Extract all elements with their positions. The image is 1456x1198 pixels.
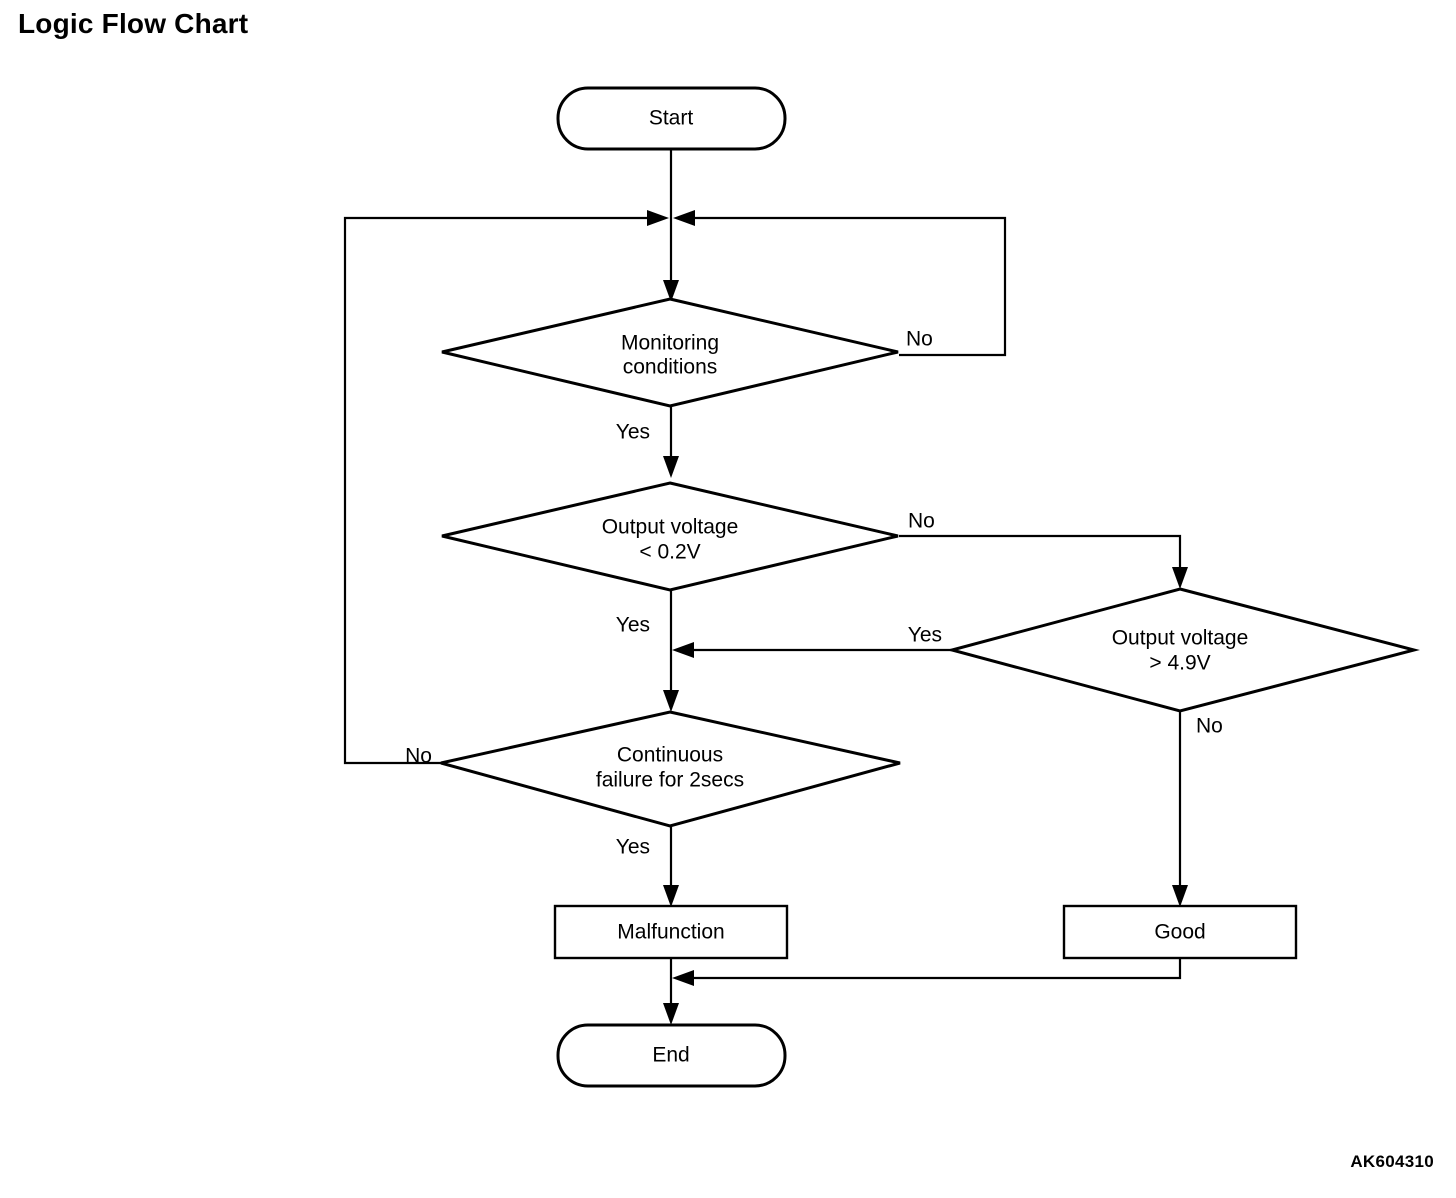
edge-malfunction-to-end bbox=[663, 958, 679, 1025]
edge-continuous-failure-yes bbox=[663, 825, 679, 907]
node-continuous-failure-label-line1: Continuous bbox=[617, 744, 723, 767]
edge-monitoring-yes bbox=[663, 405, 679, 478]
node-good[interactable]: Good bbox=[1062, 904, 1298, 960]
edge-label-voltage-high-no: No bbox=[1196, 715, 1223, 738]
node-monitoring-conditions[interactable]: Monitoring conditions bbox=[441, 297, 899, 408]
page-title: Logic Flow Chart bbox=[18, 8, 249, 39]
node-good-label: Good bbox=[1154, 921, 1205, 944]
node-output-voltage-low-label-line2: < 0.2V bbox=[639, 541, 700, 564]
edge-voltage-low-yes bbox=[663, 590, 679, 712]
edge-voltage-high-no bbox=[1172, 710, 1188, 907]
node-output-voltage-low[interactable]: Output voltage < 0.2V bbox=[441, 481, 899, 592]
edge-monitoring-no-loop bbox=[673, 210, 1007, 357]
node-end[interactable]: End bbox=[556, 1023, 787, 1088]
edge-continuous-failure-no-loop bbox=[343, 210, 669, 765]
edge-voltage-high-yes bbox=[672, 642, 952, 658]
edge-good-to-end bbox=[672, 958, 1182, 986]
edge-voltage-low-no bbox=[899, 534, 1188, 589]
edge-label-voltage-low-yes: Yes bbox=[616, 614, 650, 637]
node-output-voltage-high-label-line1: Output voltage bbox=[1112, 627, 1249, 650]
node-continuous-failure[interactable]: Continuous failure for 2secs bbox=[440, 710, 901, 828]
edge-label-continuous-failure-yes: Yes bbox=[616, 836, 650, 859]
node-output-voltage-high[interactable]: Output voltage > 4.9V bbox=[946, 587, 1420, 713]
edge-label-voltage-low-no: No bbox=[908, 510, 935, 533]
node-monitoring-conditions-label-line1: Monitoring bbox=[621, 332, 719, 355]
edge-label-continuous-failure-no: No bbox=[405, 745, 432, 768]
reference-code: AK604310 bbox=[1350, 1152, 1434, 1171]
node-start-label: Start bbox=[649, 107, 694, 130]
node-malfunction-label: Malfunction bbox=[617, 921, 724, 944]
node-continuous-failure-label-line2: failure for 2secs bbox=[596, 769, 744, 792]
edge-label-monitoring-no: No bbox=[906, 328, 933, 351]
edge-label-monitoring-yes: Yes bbox=[616, 421, 650, 444]
node-monitoring-conditions-label-line2: conditions bbox=[623, 356, 718, 379]
node-output-voltage-low-label-line1: Output voltage bbox=[602, 516, 739, 539]
node-malfunction[interactable]: Malfunction bbox=[553, 904, 789, 960]
node-end-label: End bbox=[652, 1044, 689, 1067]
node-output-voltage-high-label-line2: > 4.9V bbox=[1149, 652, 1210, 675]
edge-junction-to-monitoring bbox=[663, 218, 679, 302]
edge-label-voltage-high-yes: Yes bbox=[908, 624, 942, 647]
node-start[interactable]: Start bbox=[556, 86, 787, 151]
